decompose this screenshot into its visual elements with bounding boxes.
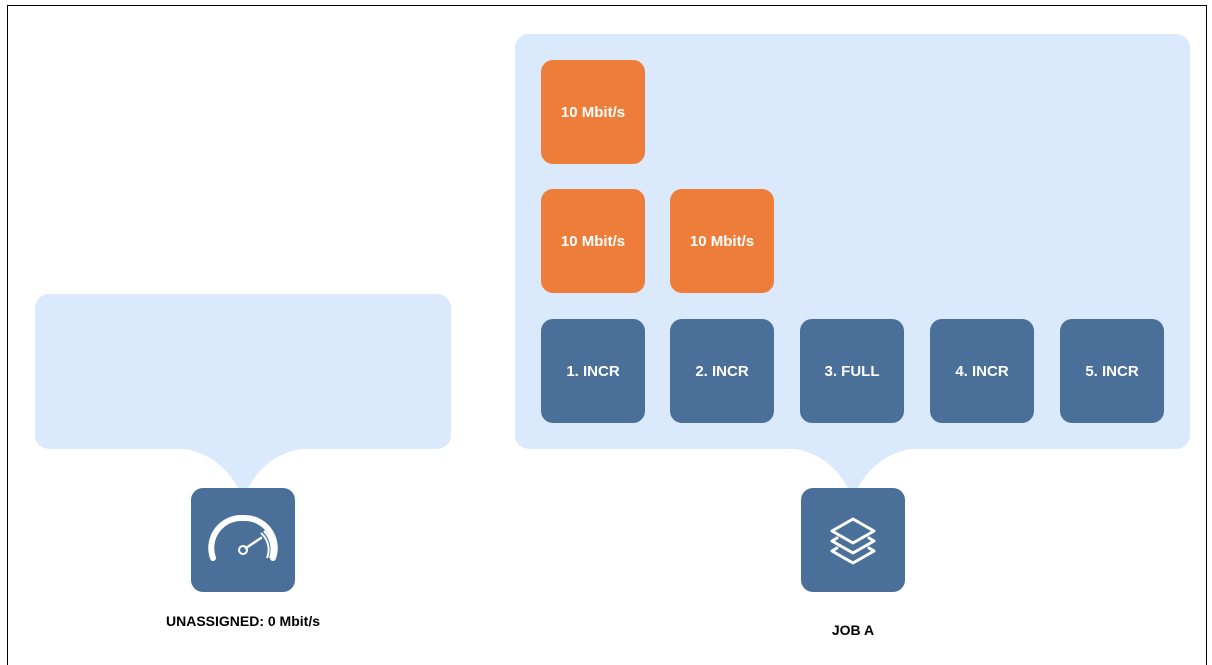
unassigned-panel [35, 294, 451, 449]
unassigned-panel-pointer [180, 448, 306, 498]
bandwidth-tile[interactable]: 10 Mbit/s [670, 189, 774, 293]
bandwidth-tile[interactable]: 10 Mbit/s [541, 60, 645, 164]
backup-tile[interactable]: 2. INCR [670, 319, 774, 423]
diagram-frame [7, 5, 1207, 665]
backup-tile[interactable]: 3. FULL [800, 319, 904, 423]
job-icon-box[interactable] [801, 488, 905, 592]
unassigned-icon-box[interactable] [191, 488, 295, 592]
backup-tile[interactable]: 1. INCR [541, 319, 645, 423]
backup-tile[interactable]: 4. INCR [930, 319, 1034, 423]
job-caption: JOB A [831, 622, 875, 638]
job-panel-pointer [790, 448, 916, 498]
bandwidth-tile[interactable]: 10 Mbit/s [541, 189, 645, 293]
speedometer-icon [208, 514, 278, 561]
backup-tile[interactable]: 5. INCR [1060, 319, 1164, 423]
layers-icon [830, 517, 876, 565]
unassigned-caption: UNASSIGNED: 0 Mbit/s [165, 613, 320, 629]
